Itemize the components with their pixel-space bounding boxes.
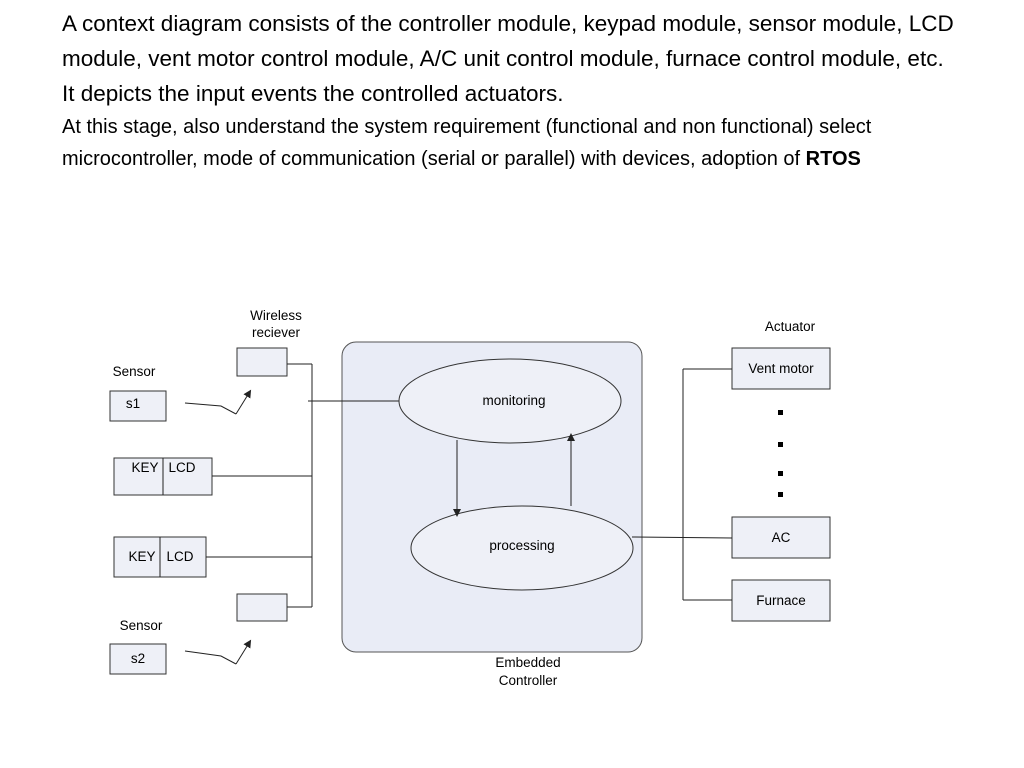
key-text-1: KEY (131, 460, 158, 475)
key-text-2: KEY (128, 549, 155, 564)
ellipsis-dot-2 (778, 442, 783, 447)
monitoring-ellipse (398, 358, 622, 444)
slide-text: A context diagram consists of the contro… (62, 6, 982, 175)
sensor-s2-arrow (235, 639, 252, 665)
wireless-receiver-box-top (236, 347, 288, 377)
processing-ellipse (410, 505, 634, 591)
sensor-s2-box (109, 643, 167, 675)
ac-box (731, 516, 831, 559)
vent-motor-label: Vent motor (748, 361, 814, 376)
furnace-label: Furnace (756, 593, 806, 608)
sensor-s1-arrow (235, 389, 252, 415)
rtos-text: RTOS (805, 148, 861, 170)
sensor-s1-box (109, 390, 167, 422)
paragraph-system-requirement: At this stage, also understand the syste… (62, 111, 982, 175)
sensor-s1-text: s1 (126, 396, 140, 411)
vent-motor-box (731, 347, 831, 390)
paragraph-context-diagram: A context diagram consists of the contro… (62, 11, 954, 71)
controller-label-line2: Controller (499, 673, 558, 688)
sensor-s2-signal (184, 650, 237, 665)
processing-label: processing (489, 538, 554, 553)
furnace-box (731, 579, 831, 622)
ellipsis-dot-1 (778, 410, 783, 415)
ellipsis-dot-4 (778, 492, 783, 497)
processing-to-ac-line (631, 536, 733, 539)
sensor-bottom-label: Sensor (120, 618, 163, 633)
wireless-receiver-box-bottom (236, 593, 288, 622)
sensor-s2-text: s2 (131, 651, 145, 666)
sensor-s1-signal (184, 402, 237, 415)
ac-label: AC (772, 530, 791, 545)
actuator-label: Actuator (765, 319, 816, 334)
paragraph-input-events: It depicts the input events the controll… (62, 81, 564, 106)
monitoring-label: monitoring (482, 393, 545, 408)
controller-label-line1: Embedded (495, 655, 560, 670)
sensor-top-label: Sensor (113, 364, 156, 379)
requirement-text: At this stage, also understand the syste… (62, 116, 872, 170)
wireless-label-line2: reciever (252, 325, 301, 340)
ellipsis-dot-3 (778, 471, 783, 476)
lcd-text-2: LCD (166, 549, 193, 564)
wireless-label-line1: Wireless (250, 308, 302, 323)
lcd-text-1: LCD (168, 460, 195, 475)
